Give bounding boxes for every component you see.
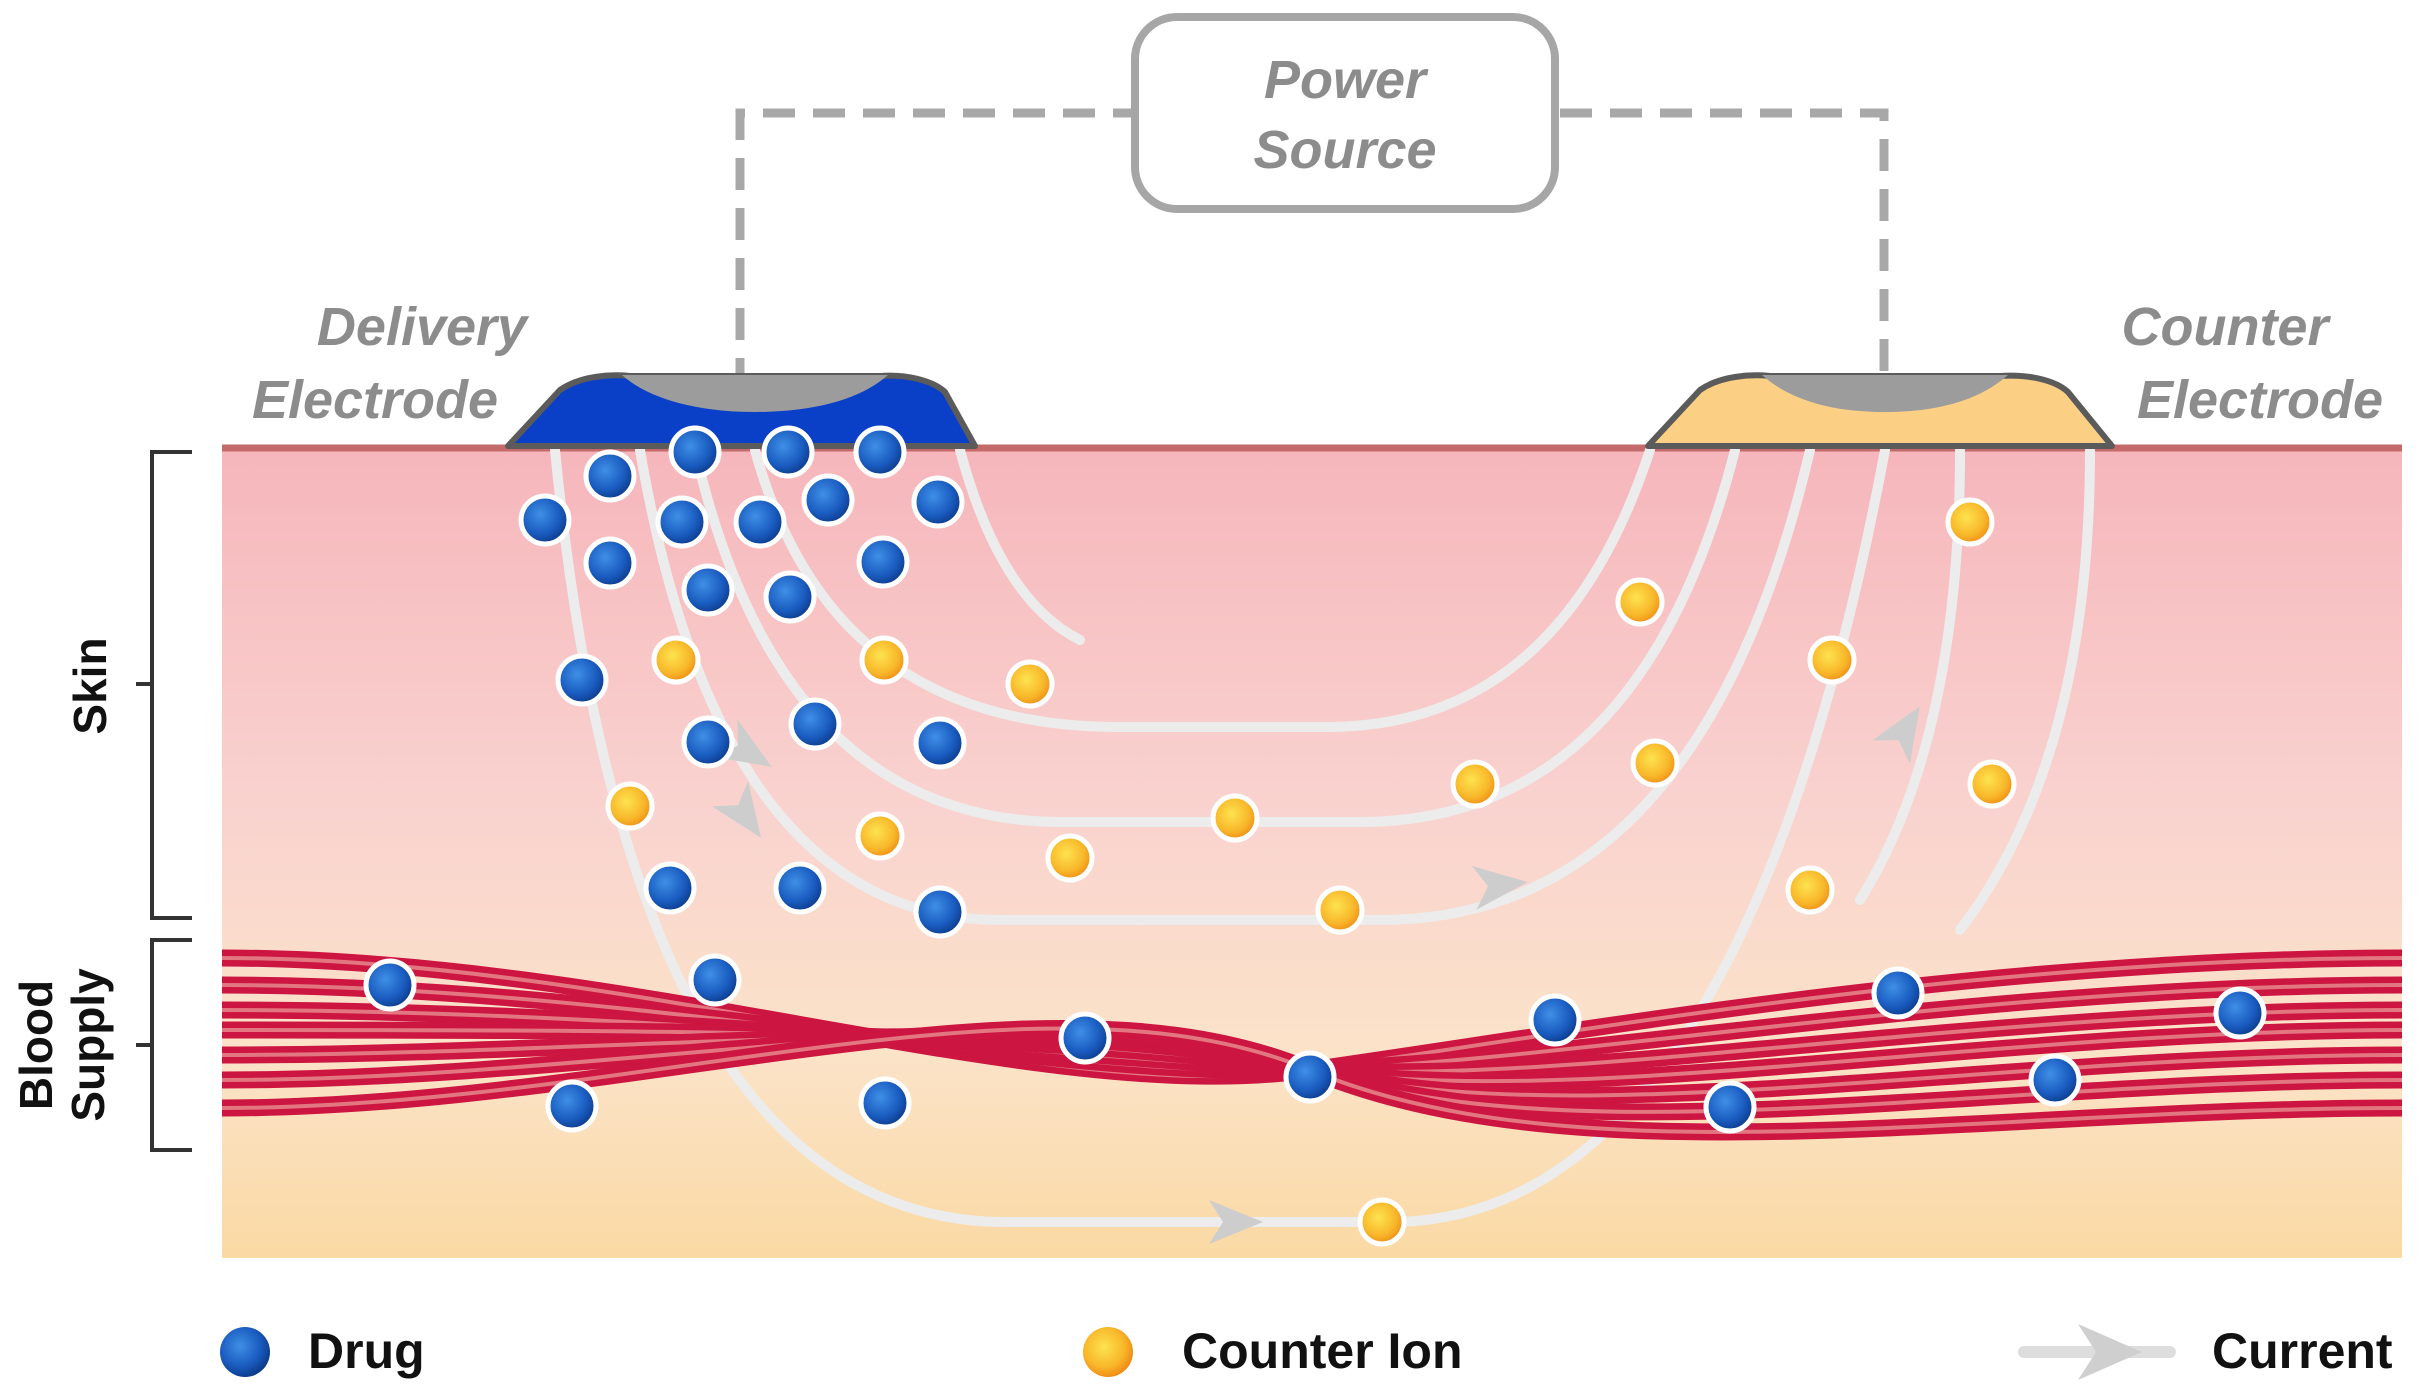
blood-supply-bracket: Blood Supply bbox=[10, 938, 192, 1152]
drug-particle bbox=[363, 958, 417, 1012]
current-path bbox=[955, 445, 1085, 645]
skin-label: Skin bbox=[64, 637, 116, 734]
drug-particle bbox=[1283, 1050, 1337, 1104]
particles bbox=[363, 425, 2267, 1247]
counter-ion-particle bbox=[1807, 635, 1857, 685]
counter-ion-particle bbox=[1357, 1197, 1407, 1247]
drug-particle bbox=[688, 953, 742, 1007]
current-arrow-icon bbox=[1471, 865, 1528, 910]
counter-ion-particle bbox=[1045, 833, 1095, 883]
drug-particle bbox=[1871, 966, 1925, 1020]
legend-drug-label: Drug bbox=[308, 1323, 425, 1379]
drug-particle bbox=[773, 861, 827, 915]
current-paths bbox=[550, 445, 2095, 1244]
counter-ion-particle bbox=[605, 781, 655, 831]
power-source-box: Power Source bbox=[1131, 13, 1559, 213]
blood-supply-label: Blood bbox=[10, 980, 62, 1110]
delivery-electrode-label: Electrode bbox=[252, 370, 498, 430]
drug-particle bbox=[856, 535, 910, 589]
drug-particle bbox=[1528, 993, 1582, 1047]
legend-counter-ion-marker bbox=[1083, 1327, 1133, 1377]
current-path bbox=[690, 445, 1740, 827]
drug-particle bbox=[853, 425, 907, 479]
drug-particle bbox=[733, 495, 787, 549]
electrode-contact bbox=[1762, 375, 2008, 412]
counter-ion-particle bbox=[1210, 793, 1260, 843]
drug-particle bbox=[518, 493, 572, 547]
drug-particle bbox=[1703, 1080, 1757, 1134]
power-source-label: Source bbox=[1253, 120, 1436, 180]
drug-particle bbox=[545, 1079, 599, 1133]
counter-ion-particle bbox=[1945, 497, 1995, 547]
drug-particle bbox=[788, 697, 842, 751]
drug-particle bbox=[583, 449, 637, 503]
drug-particle bbox=[761, 425, 815, 479]
counter-electrode-label: Electrode bbox=[2137, 370, 2383, 430]
drug-particle bbox=[801, 473, 855, 527]
current-arrow-icon bbox=[712, 781, 762, 838]
counter-ion-particle bbox=[1967, 759, 2017, 809]
legend-current-label: Current bbox=[2212, 1323, 2393, 1379]
drug-particle bbox=[913, 885, 967, 939]
current-arrow-icon bbox=[1872, 706, 1920, 764]
legend-current-arrow-icon bbox=[2078, 1324, 2142, 1380]
counter-ion-particle bbox=[859, 635, 909, 685]
counter-ion-particle bbox=[1785, 865, 1835, 915]
current-path bbox=[550, 445, 1890, 1227]
counter-ion-particle bbox=[1005, 659, 1055, 709]
drug-particle bbox=[655, 495, 709, 549]
drug-particle bbox=[858, 1076, 912, 1130]
drug-particle bbox=[583, 536, 637, 590]
drug-particle bbox=[668, 425, 722, 479]
counter-electrode-label: Counter bbox=[2122, 297, 2332, 357]
counter-ion-particle bbox=[855, 811, 905, 861]
drug-particle bbox=[763, 570, 817, 624]
counter-ion-particle bbox=[1630, 738, 1680, 788]
drug-particle bbox=[1058, 1011, 1112, 1065]
counter-ion-particle bbox=[651, 635, 701, 685]
current-path bbox=[750, 445, 1655, 732]
legend-counter-ion-label: Counter Ion bbox=[1182, 1323, 1463, 1379]
delivery-electrode-label: Delivery bbox=[317, 297, 530, 357]
current-arrow-icon bbox=[1209, 1200, 1263, 1244]
skin-bracket: Skin bbox=[64, 450, 192, 920]
counter-electrode: Counter Electrode bbox=[1645, 297, 2383, 449]
electrode-contact bbox=[622, 375, 888, 412]
drug-particle bbox=[681, 715, 735, 769]
current-path bbox=[635, 445, 1815, 925]
counter-ion-particle bbox=[1450, 759, 1500, 809]
current-path bbox=[1955, 445, 2095, 935]
circuit-wire bbox=[735, 108, 1132, 390]
circuit-wire bbox=[1560, 108, 1889, 390]
legend-drug-marker bbox=[220, 1327, 270, 1377]
drug-particle bbox=[911, 475, 965, 529]
drug-particle bbox=[2213, 986, 2267, 1040]
counter-ion-particle bbox=[1615, 577, 1665, 627]
delivery-electrode: Delivery Electrode bbox=[252, 297, 978, 449]
drug-particle bbox=[643, 861, 697, 915]
drug-particle bbox=[2028, 1053, 2082, 1107]
drug-particle bbox=[681, 563, 735, 617]
legend: Drug Counter Ion Current bbox=[220, 1323, 2393, 1380]
blood-supply-label: Supply bbox=[62, 968, 114, 1122]
skin-tissue bbox=[222, 448, 2402, 1258]
counter-ion-particle bbox=[1315, 885, 1365, 935]
power-source-label: Power bbox=[1264, 50, 1429, 110]
drug-particle bbox=[555, 653, 609, 707]
drug-particle bbox=[913, 716, 967, 770]
